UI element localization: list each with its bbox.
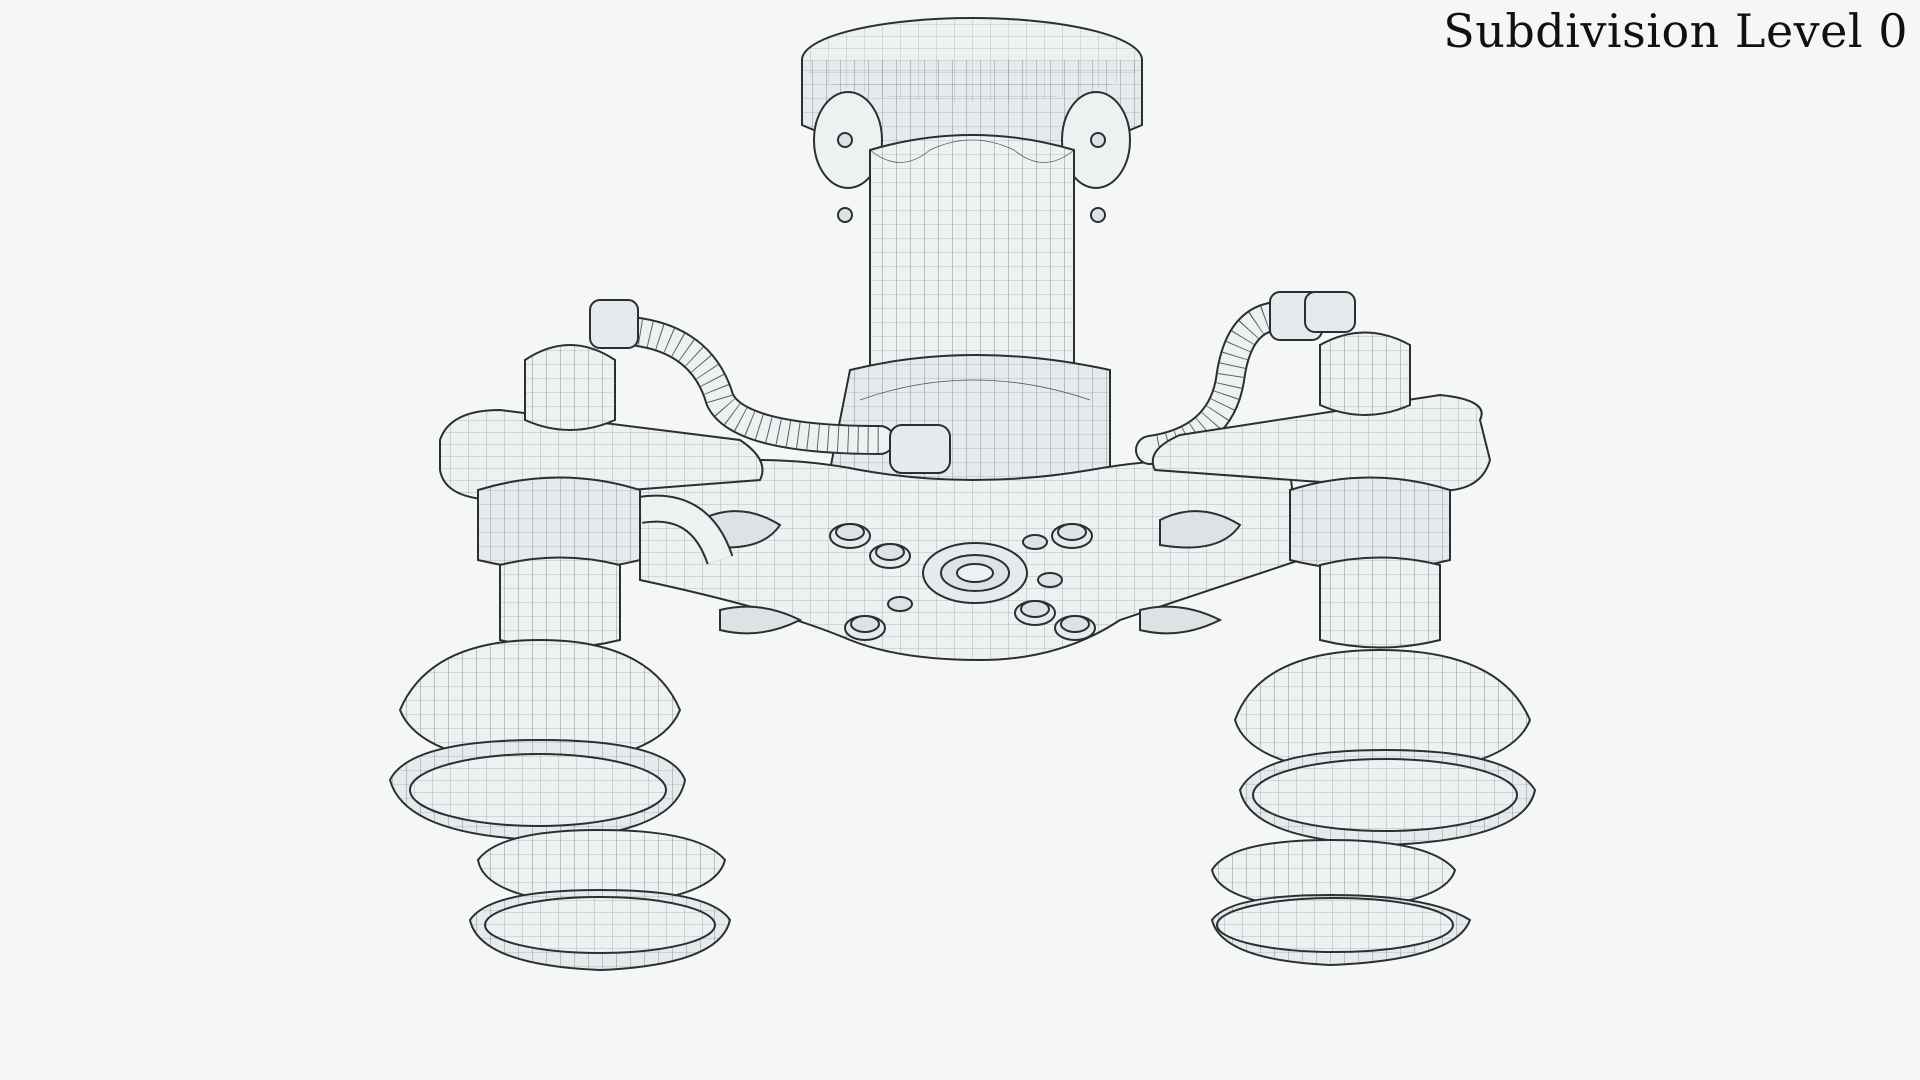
- left-rear-suction-cup[interactable]: [468, 828, 732, 972]
- right-front-suction-cup[interactable]: [1233, 331, 1537, 847]
- center-hub[interactable]: [922, 542, 1028, 604]
- bolt-heads: [829, 523, 1096, 641]
- subdivision-level-label: Subdivision Level 0: [1443, 4, 1908, 58]
- bolt-head: [1051, 523, 1093, 549]
- left-arm[interactable]: [439, 408, 764, 502]
- bolt-head: [869, 543, 911, 569]
- bolt-hole: [1037, 572, 1063, 588]
- top-mount-cap[interactable]: [801, 17, 1143, 223]
- bolt-hole: [1022, 534, 1048, 550]
- bolt-head: [844, 615, 886, 641]
- bolt-head: [1054, 615, 1096, 641]
- right-rear-suction-cup[interactable]: [1210, 838, 1472, 967]
- bolt-head: [1014, 600, 1056, 626]
- bolt-hole: [887, 596, 913, 612]
- bolt-head: [829, 523, 871, 549]
- left-hoses[interactable]: [589, 299, 951, 565]
- left-front-suction-cup[interactable]: [388, 344, 687, 842]
- right-arm[interactable]: [1151, 393, 1492, 492]
